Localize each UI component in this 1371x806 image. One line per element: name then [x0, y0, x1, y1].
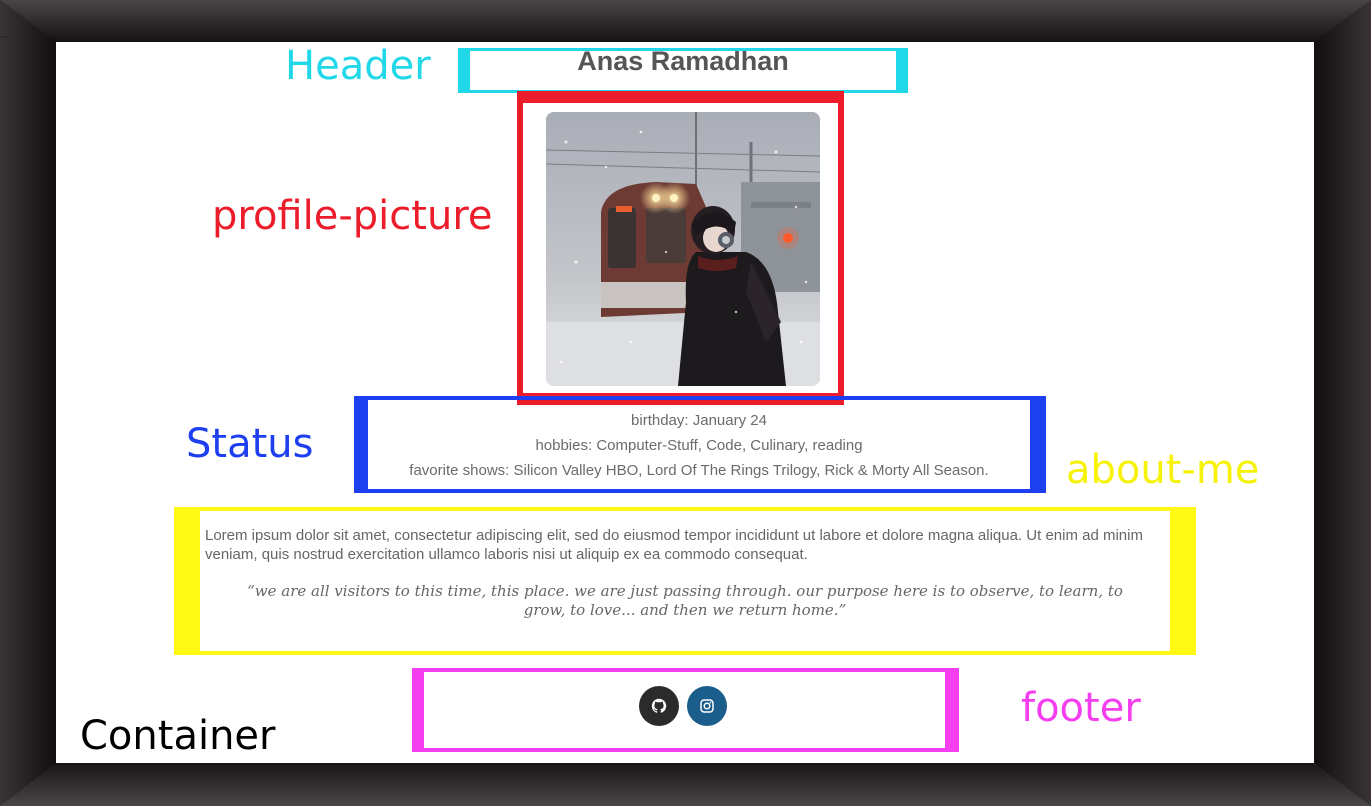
profile-picture-annotation-label: profile-picture [212, 193, 493, 239]
status-annotation-box [354, 396, 1046, 493]
profile-photo-illustration [546, 112, 820, 386]
instagram-glyph [700, 699, 714, 713]
footer-annotation-box [412, 668, 959, 752]
header-annotation-label: Header [285, 43, 431, 89]
status-hobbies: hobbies: Computer-Stuff, Code, Culinary,… [535, 437, 863, 454]
about-me-annotation-box [174, 507, 1196, 655]
github-glyph [651, 698, 667, 713]
status-annotation-label: Status [186, 421, 314, 467]
profile-picture-annotation-box [517, 91, 844, 405]
about-me-annotation-label: about-me [1066, 447, 1260, 493]
status-favorite-shows: favorite shows: Silicon Valley HBO, Lord… [409, 462, 989, 479]
about-me-paragraph: Lorem ipsum dolor sit amet, consectetur … [205, 527, 1143, 563]
instagram-icon[interactable] [687, 686, 727, 726]
container-annotation-label: Container [80, 713, 276, 759]
github-icon[interactable] [639, 686, 679, 726]
header-annotation-box [458, 48, 908, 93]
status-list: birthday: January 24 hobbies: Computer-S… [372, 408, 1026, 483]
about-me-quote: “we are all visitors to this time, this … [247, 582, 1123, 619]
profile-picture [546, 112, 820, 386]
status-birthday: birthday: January 24 [631, 412, 767, 429]
page-title: Anas Ramadhan [577, 46, 789, 76]
footer-annotation-label: footer [1021, 685, 1141, 731]
